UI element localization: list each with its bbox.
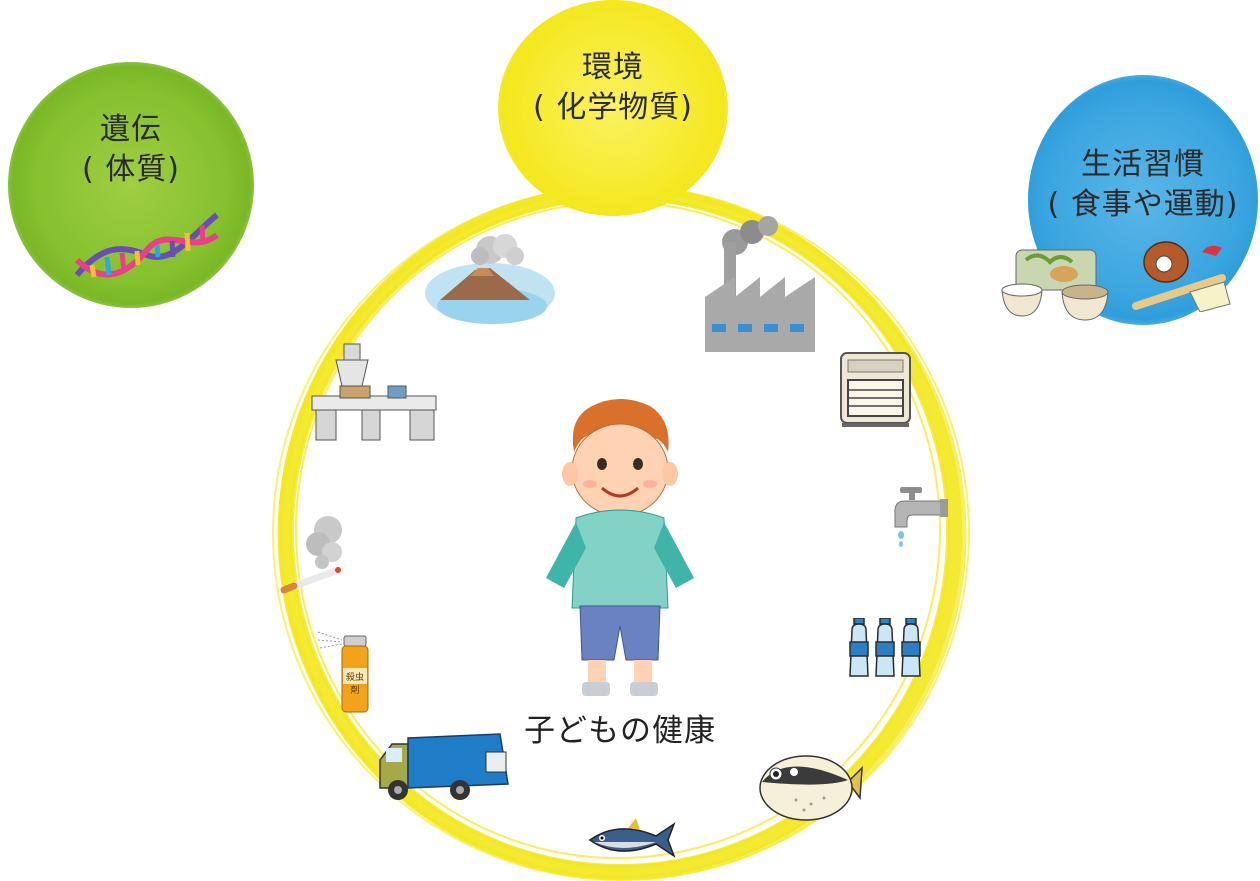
tuna-icon bbox=[588, 818, 676, 858]
heater-icon bbox=[840, 352, 911, 427]
center-label: 子どもの健康 bbox=[524, 713, 716, 749]
environment-subtitle: ( 化学物質) bbox=[533, 90, 693, 125]
boy-icon bbox=[546, 399, 694, 696]
spray-can-label: 殺虫剤 bbox=[345, 673, 364, 696]
food-processing-machine-icon bbox=[311, 343, 437, 441]
genetics-title: 遺伝 bbox=[99, 112, 162, 147]
dna-icon bbox=[74, 212, 219, 278]
water-bottles-icon bbox=[849, 618, 921, 677]
factory-icon bbox=[705, 216, 815, 352]
garbage-truck-icon bbox=[379, 733, 509, 800]
pufferfish-icon bbox=[759, 755, 863, 821]
lifestyle-title: 生活習慣 bbox=[1080, 147, 1205, 182]
genetics-subtitle: ( 体質) bbox=[82, 152, 180, 187]
volcano-icon bbox=[425, 234, 555, 324]
insecticide-spray-icon bbox=[317, 631, 369, 713]
meal-icon bbox=[1001, 249, 1109, 321]
cigarette-smoke-icon bbox=[280, 516, 342, 594]
environment-title: 環境 bbox=[581, 50, 644, 85]
lifestyle-subtitle: ( 食事や運動) bbox=[1047, 187, 1239, 222]
faucet-icon bbox=[894, 487, 948, 547]
baseball-glove-icon bbox=[1132, 241, 1231, 312]
environment-bubble: 環境 ( 化学物質) bbox=[498, 0, 728, 216]
